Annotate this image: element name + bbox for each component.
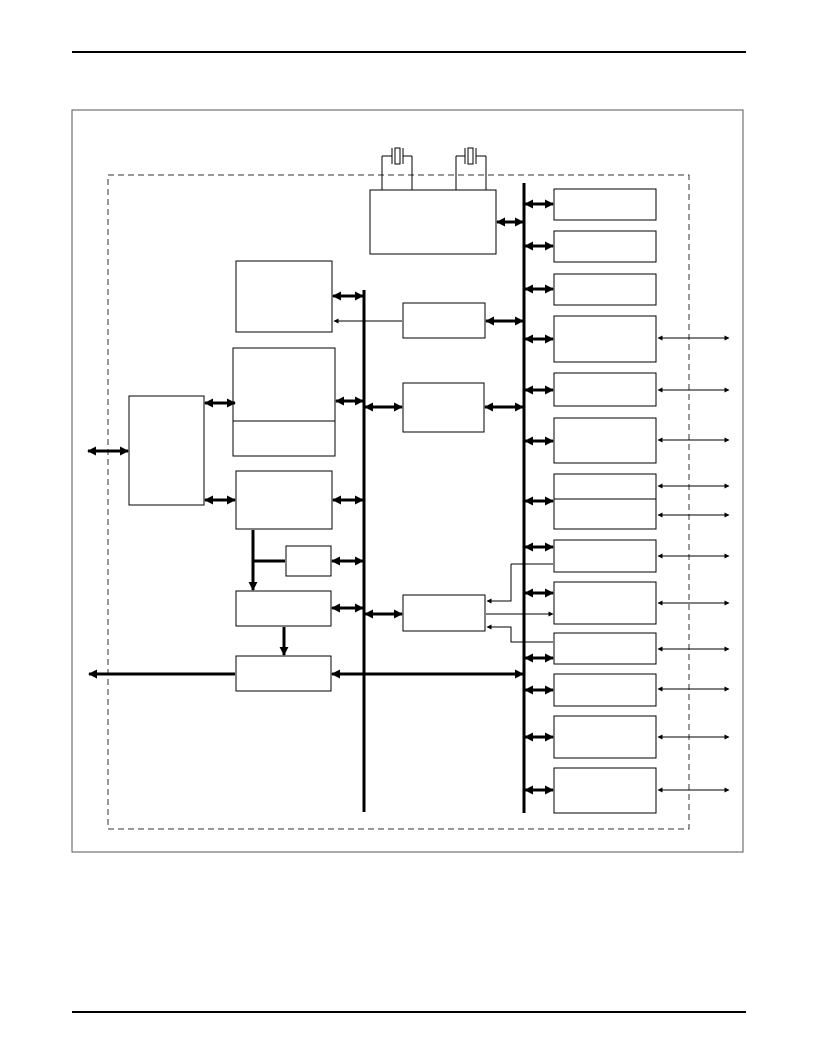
crystal-2 [455,147,487,190]
block-f [235,655,332,692]
block-a [235,260,333,333]
clock-generator-block [369,189,497,255]
bridge-2 [402,382,485,433]
block-left-main [128,395,205,506]
periph-2 [553,230,657,263]
crystal-1 [381,147,413,190]
block-e [235,590,332,627]
header-rule [72,51,746,53]
bus-connections [87,199,554,795]
block-d-small [285,545,332,577]
bridge-1 [402,302,486,339]
periph-7 [553,473,657,530]
bridge-3 [402,594,486,632]
external-io [657,335,730,793]
periph-13 [553,767,657,814]
periph-9 [553,581,657,625]
bridge-3-signals [486,563,554,643]
chip-boundary [107,174,690,830]
periph-11 [553,673,657,707]
periph-5 [553,372,657,407]
footer-rule [72,1011,746,1013]
block-c [235,470,333,530]
periph-4 [553,315,657,363]
periph-8 [553,539,657,573]
figure-frame [71,109,744,853]
periph-12 [553,715,657,759]
periph-10 [553,632,657,665]
block-b [232,347,336,457]
periph-6 [553,417,657,464]
periph-3 [553,273,657,306]
periph-1 [553,188,657,221]
